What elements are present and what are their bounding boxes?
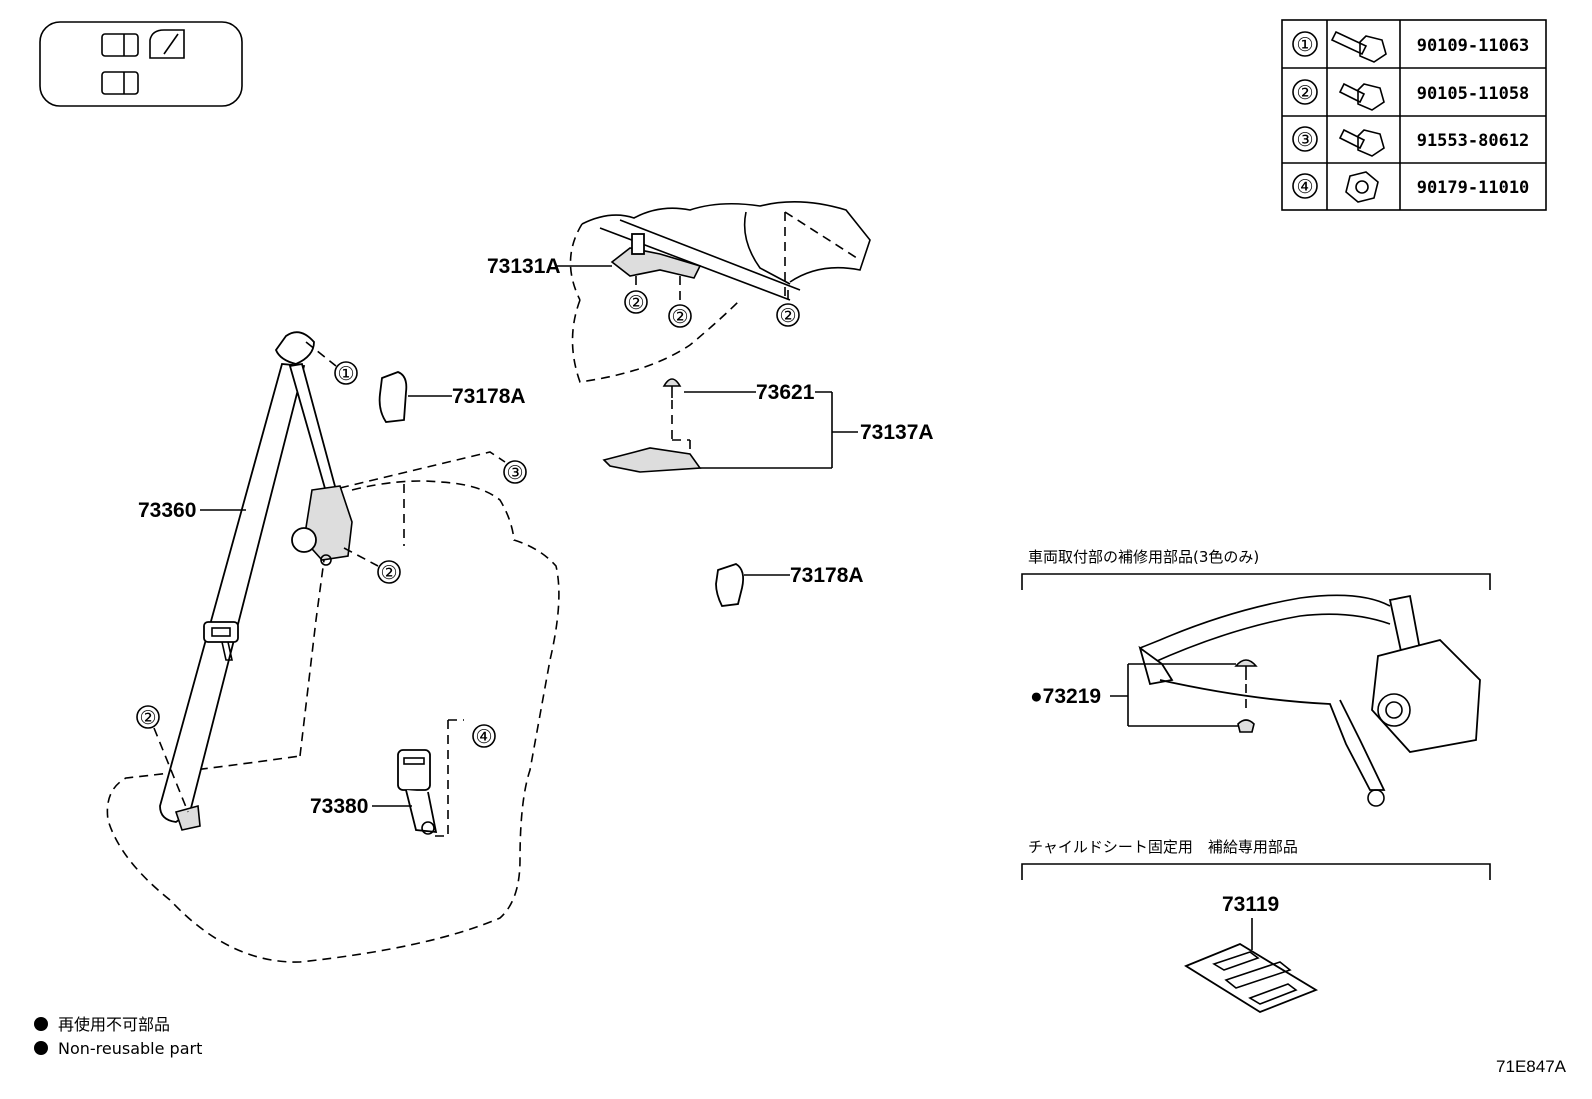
legend: 再使用不可部品 Non-reusable part <box>34 1015 202 1058</box>
flange-bolt-icon <box>1338 128 1385 157</box>
legend-text-jp: 再使用不可部品 <box>58 1015 170 1034</box>
fastener-row: ③ 91553-80612 <box>1292 126 1530 157</box>
ref-bolt-2: ② <box>627 292 644 314</box>
ref-bolt-1: ① <box>337 363 354 385</box>
belt-cover-lower <box>715 563 745 607</box>
ref-nut-4: ④ <box>475 726 492 748</box>
ref-bolt-2: ② <box>671 306 688 328</box>
body-panel-outline <box>569 201 871 383</box>
part-label-73178A: 73178A <box>452 385 526 408</box>
fastener-table: ① 90109-11063 ② 90105-11058 ③ 91553-80 <box>1281 19 1547 211</box>
part-label-73131A: 73131A <box>487 255 561 278</box>
ref-bolt-2: ② <box>380 562 397 584</box>
seat-outline <box>106 480 560 963</box>
section-bracket <box>1021 573 1491 590</box>
part-label-73380: 73380 <box>310 795 368 818</box>
retractor-assembly <box>1138 594 1481 807</box>
anchor-bracket <box>610 233 702 279</box>
clip-73219 <box>1234 659 1258 733</box>
part-label-73360: 73360 <box>138 499 196 522</box>
flange-nut-icon <box>1345 171 1379 203</box>
section-title-repair-parts: 車両取付部の補修用部品(3色のみ) <box>1028 548 1259 566</box>
diagram-id: 71E847A <box>1496 1057 1567 1076</box>
seat-belt-buckle-73380 <box>397 749 438 835</box>
fastener-row: ① 90109-11063 <box>1292 30 1530 63</box>
fastener-part-number: 90105-11058 <box>1417 84 1530 104</box>
seat-belt-73360 <box>159 331 353 831</box>
fastener-part-number: 90179-11010 <box>1417 178 1530 198</box>
fastener-part-number: 91553-80612 <box>1417 131 1530 151</box>
fastener-part-number: 90109-11063 <box>1417 36 1530 56</box>
fastener-row: ② 90105-11058 <box>1292 79 1530 111</box>
ref-bolt-3: ③ <box>506 462 523 484</box>
door-layout-icon <box>39 21 243 107</box>
belt-cover-upper <box>378 371 408 423</box>
part-label-73119: 73119 <box>1222 893 1279 916</box>
ref-bolt-2: ② <box>779 305 796 327</box>
part-label-73219: ●73219 <box>1030 685 1101 708</box>
clip-73621 <box>662 378 682 398</box>
section-bracket <box>1021 863 1491 880</box>
fastener-ref-number: ② <box>1296 82 1313 104</box>
fastener-ref-number: ④ <box>1296 176 1313 198</box>
fastener-ref-number: ③ <box>1296 129 1313 151</box>
part-label-73621: 73621 <box>756 381 815 404</box>
legend-text-en: Non-reusable part <box>58 1039 202 1058</box>
long-flange-bolt-icon <box>1330 30 1387 63</box>
trim-plate-73137A <box>602 447 702 473</box>
ref-bolt-2: ② <box>139 707 156 729</box>
fastener-ref-number: ① <box>1296 34 1313 56</box>
fastener-row: ④ 90179-11010 <box>1292 171 1530 203</box>
child-seat-anchor-cover-73119 <box>1184 942 1319 1014</box>
section-title-child-seat: チャイルドシート固定用 補給専用部品 <box>1028 838 1298 856</box>
part-label-73137A: 73137A <box>860 421 934 444</box>
part-label-73178A: 73178A <box>790 564 864 587</box>
flange-bolt-icon <box>1338 82 1385 111</box>
